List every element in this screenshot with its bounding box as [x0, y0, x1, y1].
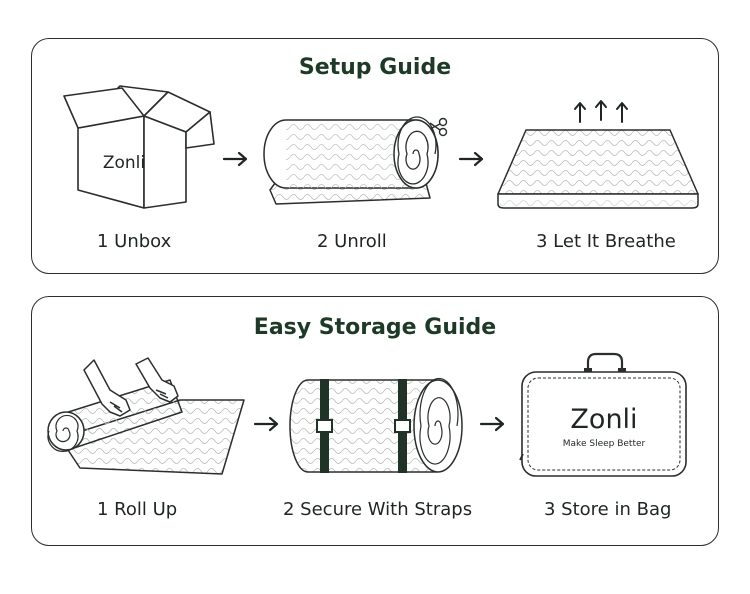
step-label-store-bag: 3 Store in Bag — [544, 499, 672, 520]
step-label-breathe: 3 Let It Breathe — [536, 231, 676, 252]
step-label-unbox: 1 Unbox — [97, 231, 172, 252]
rolled-mattress-icon — [263, 116, 448, 205]
box-icon: Zonli — [63, 85, 215, 209]
box-brand: Zonli — [103, 153, 145, 173]
strap-icon — [316, 379, 411, 473]
setup-guide-title: Setup Guide — [298, 55, 452, 80]
step-label-roll-up: 1 Roll Up — [97, 499, 178, 520]
strapped-roll-icon — [289, 377, 463, 473]
arrow-right-icon — [458, 151, 484, 167]
hands-icon — [83, 357, 179, 417]
step-label-secure-straps: 2 Secure With Straps — [283, 499, 473, 520]
scissors-icon — [429, 117, 448, 137]
secure-straps-step — [286, 376, 468, 476]
storage-guide-title: Easy Storage Guide — [253, 315, 497, 340]
store-bag-step: Zonli Make Sleep Better — [518, 350, 690, 480]
arrow-right-icon — [222, 151, 248, 167]
rising-arrows-icon — [574, 100, 628, 123]
bag-tagline: Make Sleep Better — [563, 439, 646, 449]
unbox-step: Zonli — [60, 82, 220, 214]
arrow-right-icon — [479, 416, 505, 432]
storage-bag-icon: Zonli Make Sleep Better — [519, 352, 687, 477]
arrow-right-icon — [253, 416, 279, 432]
bag-brand: Zonli — [570, 404, 637, 435]
step-label-unroll: 2 Unroll — [317, 231, 387, 252]
flat-mattress-icon — [497, 100, 699, 209]
hands-rolling-icon — [47, 357, 245, 475]
unroll-step — [262, 102, 452, 212]
breathe-step — [492, 98, 704, 214]
roll-up-step — [40, 356, 250, 482]
